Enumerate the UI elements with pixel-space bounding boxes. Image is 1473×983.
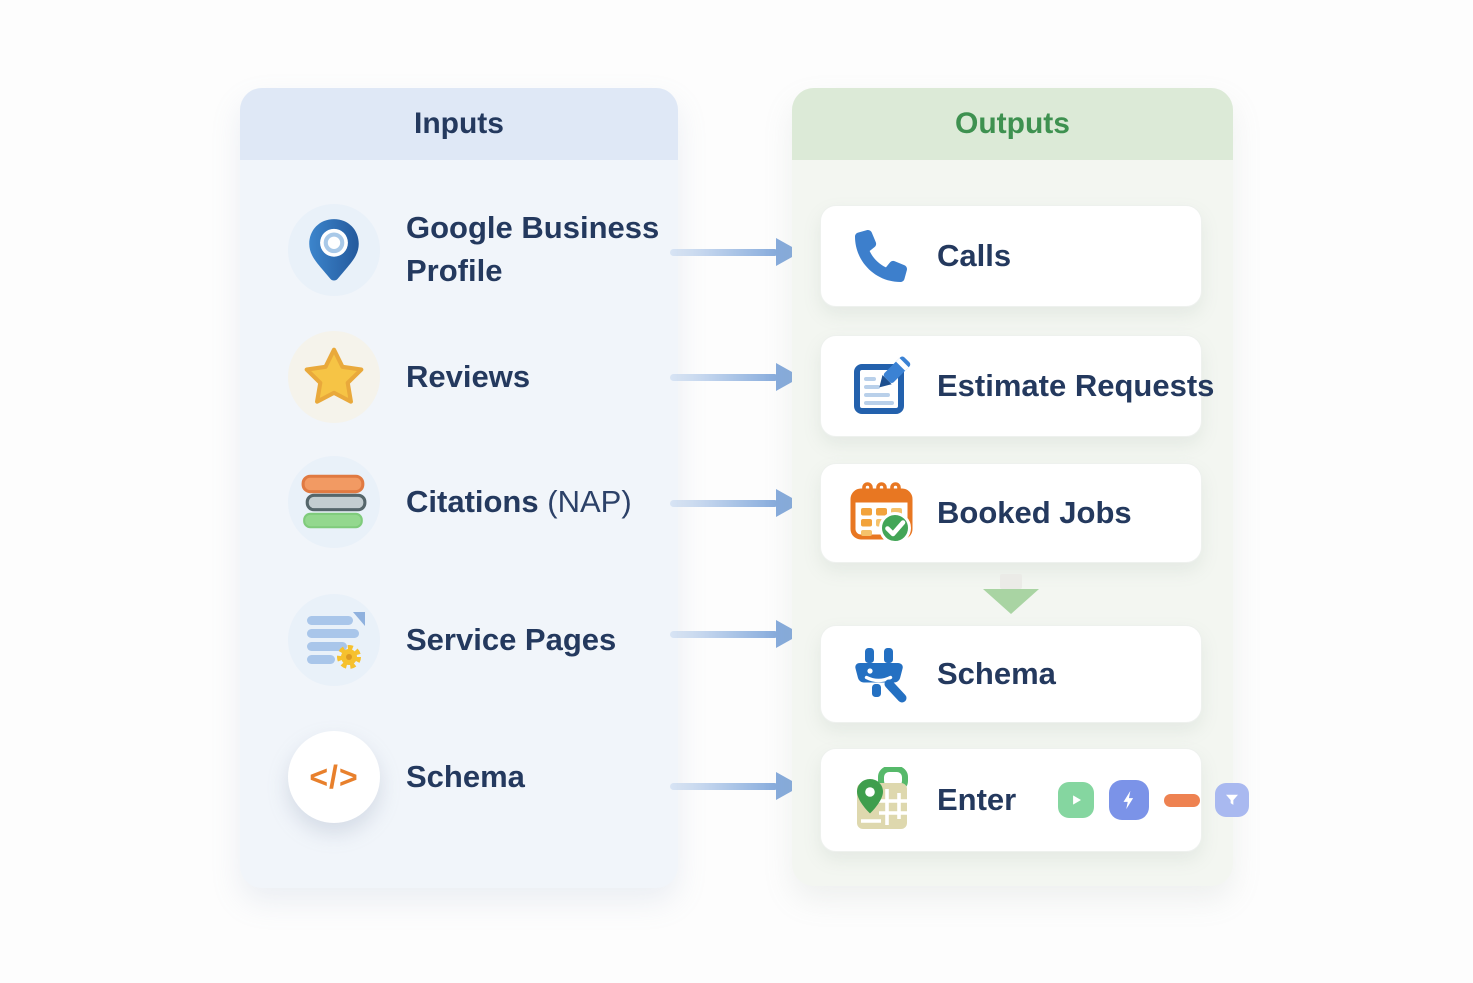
inputs-panel: Inputs Google Business Profile [240, 88, 678, 888]
estimate-note-icon-wrap [849, 355, 913, 417]
input-label-reviews: Reviews [406, 358, 531, 394]
document-gear-icon [307, 612, 365, 669]
map-location-icon [857, 767, 908, 829]
filter-badge-icon [1215, 783, 1250, 817]
icon-halo [288, 594, 380, 686]
output-card-calls: Calls [820, 205, 1202, 307]
input-item-schema: </> Schema [288, 731, 708, 823]
play-badge-icon [1058, 782, 1095, 818]
star-icon-wrap [288, 331, 380, 423]
document-gear-icon-wrap [288, 594, 380, 686]
enter-badges [1058, 780, 1250, 820]
phone-icon [855, 230, 907, 282]
output-label-estimate-requests: Estimate Requests [937, 368, 1215, 403]
output-card-schema: Schema [820, 625, 1202, 723]
map-location-icon-wrap [849, 767, 913, 833]
inputs-panel-title: Inputs [414, 107, 504, 140]
dash-badge-icon [1164, 793, 1201, 807]
citations-stack-icon-wrap [288, 456, 380, 548]
citations-stack-icon [301, 474, 367, 529]
plug-icon [855, 648, 907, 703]
code-icon: </> [309, 758, 359, 795]
input-label-service-pages: Service Pages [406, 621, 617, 657]
citations-label-primary: Citations [406, 483, 539, 519]
output-label-schema: Schema [937, 656, 1056, 691]
output-card-enter: Enter [820, 748, 1250, 852]
input-label-citations: Citations (NAP) [406, 481, 708, 524]
outputs-panel: Outputs Calls [792, 88, 1250, 886]
map-pin-icon [309, 219, 359, 281]
star-icon [304, 347, 364, 404]
input-label-schema: Schema [406, 758, 525, 794]
outputs-panel-title: Outputs [955, 107, 1070, 140]
plug-icon-wrap [849, 645, 913, 703]
flow-arrow-3 [670, 489, 802, 517]
phone-icon-wrap [849, 230, 913, 282]
code-icon-wrap: </> [288, 731, 380, 823]
input-item-google-business-profile: Google Business Profile [288, 204, 708, 296]
output-label-enter: Enter [937, 782, 1017, 817]
input-item-citations: Citations (NAP) [288, 456, 708, 548]
down-arrow-icon [983, 574, 1039, 614]
flow-arrow-4 [670, 620, 802, 648]
citations-label-suffix: (NAP) [547, 483, 632, 519]
map-pin-icon-wrap [288, 204, 380, 296]
output-card-booked-jobs: Booked Jobs [820, 463, 1202, 563]
calendar-check-icon [850, 482, 913, 544]
estimate-note-icon [854, 356, 911, 414]
bolt-badge-icon [1109, 780, 1150, 820]
output-card-estimate-requests: Estimate Requests [820, 335, 1214, 437]
input-item-reviews: Reviews [288, 331, 708, 423]
inputs-panel-header: Inputs [240, 88, 678, 160]
input-label-google-business-profile: Google Business Profile [406, 210, 660, 288]
flow-arrow-5 [670, 772, 802, 800]
output-label-calls: Calls [937, 238, 1012, 273]
input-item-service-pages: Service Pages [288, 594, 708, 686]
icon-halo [288, 731, 380, 823]
outputs-panel-header: Outputs [792, 88, 1233, 160]
output-label-booked-jobs: Booked Jobs [937, 495, 1132, 530]
calendar-check-icon-wrap [849, 481, 913, 545]
flow-arrow-1 [670, 238, 802, 266]
flow-arrow-2 [670, 363, 802, 391]
